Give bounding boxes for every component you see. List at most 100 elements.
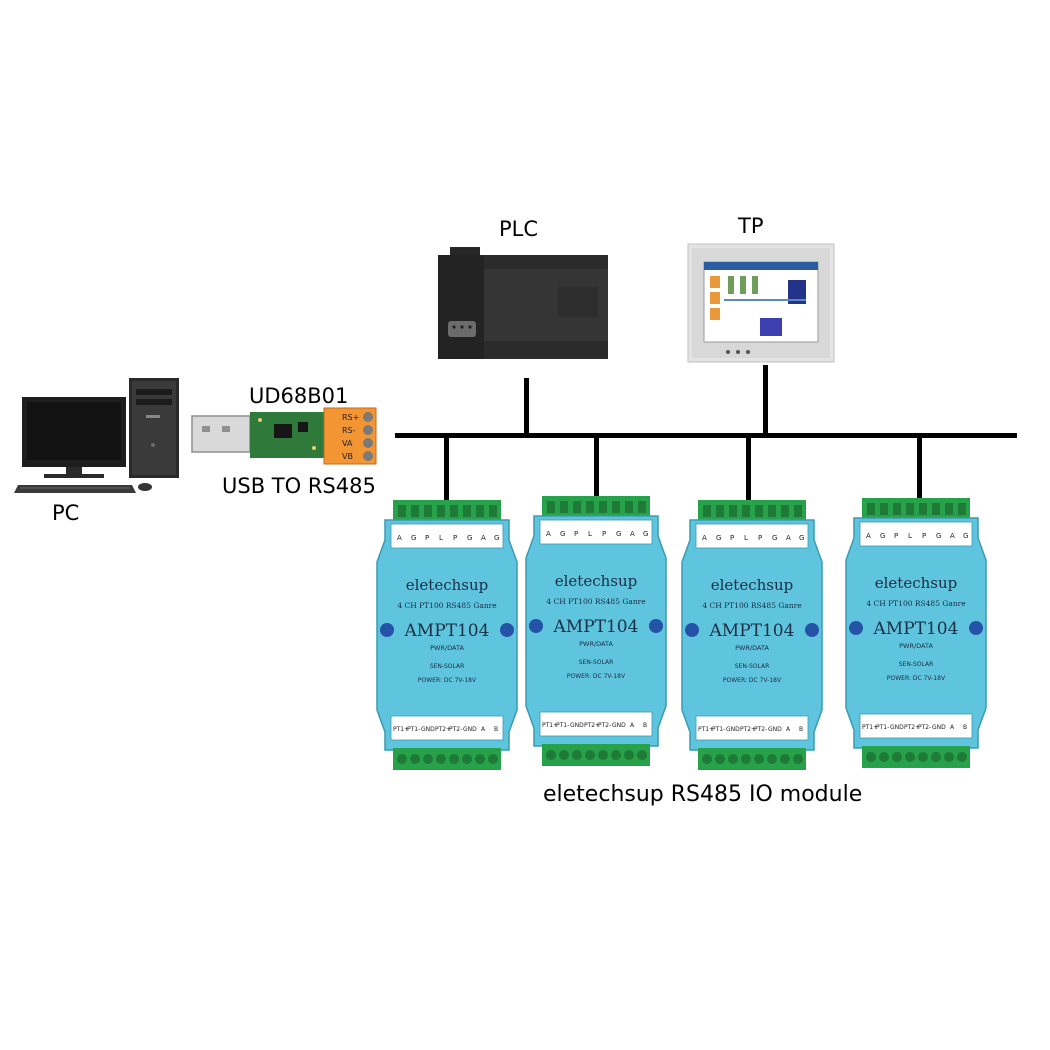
module-spec1: SEN-SOLAR xyxy=(430,663,465,670)
module-brand: eletechsup xyxy=(555,572,637,590)
top-term-7: A xyxy=(950,532,955,540)
top-term-2: G xyxy=(560,530,565,538)
top-term-6: G xyxy=(467,534,472,542)
module-mount-screw-left xyxy=(380,623,394,637)
top-term-1: A xyxy=(702,534,707,542)
usb-rs485-adapter: RS+ RS- VA VB xyxy=(191,407,377,465)
bottom-term-8: B xyxy=(494,726,498,733)
top-term-2: G xyxy=(880,532,885,540)
module-spec2: POWER: DC 7V-18V xyxy=(567,673,626,680)
top-term-8: G xyxy=(494,534,499,542)
top-term-8: G xyxy=(643,530,648,538)
bottom-term-1: PT1+ xyxy=(393,726,409,733)
bus-drop-module-4 xyxy=(917,436,922,498)
module-spec1: SEN-SOLAR xyxy=(735,663,770,670)
top-term-8: G xyxy=(963,532,968,540)
module-spec2: POWER: DC 7V-18V xyxy=(418,677,477,684)
bottom-term-4: PT2+ xyxy=(904,724,920,731)
module-bottom-terminal-block xyxy=(542,744,650,766)
touch-panel-illustration xyxy=(687,243,835,363)
bottom-term-6: GND xyxy=(768,726,782,733)
bottom-term-5: PT2- xyxy=(598,722,611,729)
bottom-term-1: PT1+ xyxy=(698,726,714,733)
module-brand: eletechsup xyxy=(875,574,957,592)
bottom-term-8: B xyxy=(799,726,803,733)
module-spec1: SEN-SOLAR xyxy=(899,661,934,668)
top-term-5: P xyxy=(602,530,606,538)
module-brand: eletechsup xyxy=(711,576,793,594)
top-term-5: P xyxy=(758,534,762,542)
bottom-term-4: PT2+ xyxy=(740,726,756,733)
top-term-3: P xyxy=(425,534,429,542)
bottom-term-2: PT1- xyxy=(407,726,420,733)
io-module-1: A G P L P G A G eletechsup 4 CH PT100 RS… xyxy=(376,500,518,770)
pc-illustration xyxy=(14,378,179,493)
module-mount-screw-right xyxy=(969,621,983,635)
adapter-terminal-screws xyxy=(363,412,373,461)
top-term-6: G xyxy=(936,532,941,540)
rs485-bus-main xyxy=(395,433,1017,438)
bottom-term-3: GND xyxy=(570,722,584,729)
module-model: AMPT104 xyxy=(404,621,490,641)
module-mount-screw-right xyxy=(500,623,514,637)
top-term-2: G xyxy=(716,534,721,542)
adapter-terminal-2: RS- xyxy=(342,426,356,435)
tp-label: TP xyxy=(738,214,764,238)
bottom-term-1: PT1+ xyxy=(862,724,878,731)
top-term-2: G xyxy=(411,534,416,542)
module-sub-small: PWR/DATA xyxy=(579,640,613,648)
bottom-term-5: PT2- xyxy=(918,724,931,731)
top-term-3: P xyxy=(894,532,898,540)
module-subtitle: 4 CH PT100 RS485 Ganre xyxy=(397,601,497,610)
bottom-term-8: B xyxy=(963,724,967,731)
module-mount-screw-left xyxy=(529,619,543,633)
bottom-term-3: GND xyxy=(890,724,904,731)
modules-caption: eletechsup RS485 IO module xyxy=(543,782,863,807)
top-term-1: A xyxy=(866,532,871,540)
bottom-term-7: A xyxy=(630,722,635,729)
bottom-term-4: PT2+ xyxy=(584,722,600,729)
bottom-term-6: GND xyxy=(612,722,626,729)
bottom-term-2: PT1- xyxy=(876,724,889,731)
bottom-term-1: PT1+ xyxy=(542,722,558,729)
module-spec1: SEN-SOLAR xyxy=(579,659,614,666)
module-top-terminal-block xyxy=(542,496,650,518)
module-spec2: POWER: DC 7V-18V xyxy=(723,677,782,684)
module-top-terminal-block xyxy=(698,500,806,522)
bottom-term-6: GND xyxy=(463,726,477,733)
bus-drop-module-2 xyxy=(594,436,599,496)
bottom-term-5: PT2- xyxy=(754,726,767,733)
module-sub-small: PWR/DATA xyxy=(430,644,464,652)
module-model: AMPT104 xyxy=(553,617,639,637)
top-term-4: L xyxy=(744,534,748,542)
adapter-terminal-1: RS+ xyxy=(342,413,359,422)
bus-drop-module-3 xyxy=(746,436,751,500)
bottom-term-7: A xyxy=(950,724,955,731)
top-term-5: P xyxy=(922,532,926,540)
module-subtitle: 4 CH PT100 RS485 Ganre xyxy=(866,599,966,608)
module-mount-screw-left xyxy=(849,621,863,635)
top-term-7: A xyxy=(481,534,486,542)
bottom-term-3: GND xyxy=(726,726,740,733)
module-subtitle: 4 CH PT100 RS485 Ganre xyxy=(546,597,646,606)
top-term-6: G xyxy=(772,534,777,542)
adapter-terminal-3: VA xyxy=(342,439,353,448)
top-term-4: L xyxy=(439,534,443,542)
io-module-3: A G P L P G A G eletechsup 4 CH PT100 RS… xyxy=(681,500,823,770)
top-term-5: P xyxy=(453,534,457,542)
top-term-1: A xyxy=(546,530,551,538)
bottom-term-7: A xyxy=(481,726,486,733)
top-term-4: L xyxy=(908,532,912,540)
bus-drop-plc xyxy=(524,378,529,436)
module-model: AMPT104 xyxy=(709,621,795,641)
plc-illustration xyxy=(438,247,608,359)
bottom-term-7: A xyxy=(786,726,791,733)
module-mount-screw-right xyxy=(805,623,819,637)
bottom-term-6: GND xyxy=(932,724,946,731)
bus-drop-tp xyxy=(763,365,768,436)
bottom-term-3: GND xyxy=(421,726,435,733)
io-module-4: A G P L P G A G eletechsup 4 CH PT100 RS… xyxy=(845,498,987,768)
top-term-4: L xyxy=(588,530,592,538)
module-brand: eletechsup xyxy=(406,576,488,594)
